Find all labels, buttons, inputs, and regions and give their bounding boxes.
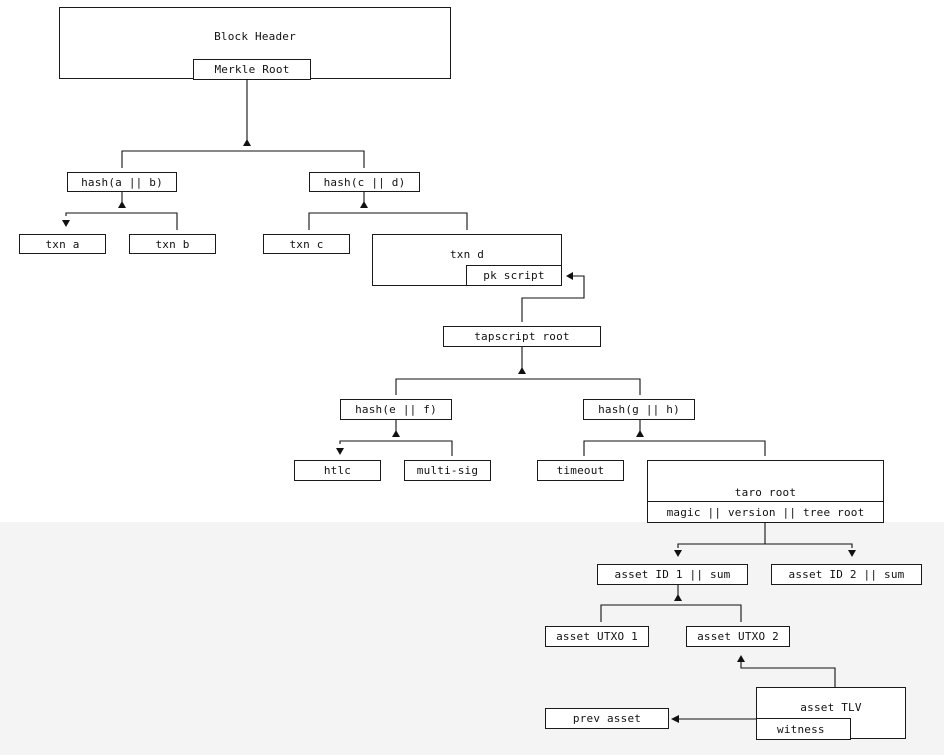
block-header-label: Block Header: [214, 30, 296, 43]
pk-script-node: pk script: [466, 265, 562, 286]
multi-sig-node: multi-sig: [404, 460, 491, 481]
asset-utxo-1-node: asset UTXO 1: [545, 626, 649, 647]
txn-c-node: txn c: [263, 234, 350, 254]
htlc-node: htlc: [294, 460, 381, 481]
txn-a-node: txn a: [19, 234, 106, 254]
taro-root-label: taro root: [734, 486, 797, 499]
txn-b-node: txn b: [129, 234, 216, 254]
witness-node: witness: [756, 718, 851, 740]
asset-id-2-node: asset ID 2 || sum: [771, 564, 922, 585]
tapscript-root-node: tapscript root: [443, 326, 601, 347]
asset-utxo-2-node: asset UTXO 2: [686, 626, 790, 647]
asset-tlv-label: asset TLV: [800, 701, 862, 714]
asset-tlv-node: asset TLV witness: [756, 687, 906, 740]
hash-ef-node: hash(e || f): [340, 399, 452, 420]
hash-gh-node: hash(g || h): [583, 399, 695, 420]
merkle-root-node: Merkle Root: [193, 59, 311, 80]
txn-d-node: txn d pk script: [372, 234, 562, 286]
hash-cd-node: hash(c || d): [309, 172, 420, 192]
hash-ab-node: hash(a || b): [67, 172, 177, 192]
asset-id-1-node: asset ID 1 || sum: [597, 564, 748, 585]
txn-d-label: txn d: [449, 248, 485, 261]
taro-root-node: taro root magic || version || tree root: [647, 460, 884, 523]
prev-asset-node: prev asset: [545, 708, 669, 729]
block-header-node: Block Header Merkle Root: [59, 7, 451, 80]
taro-root-fields: magic || version || tree root: [647, 501, 884, 523]
timeout-node: timeout: [537, 460, 624, 481]
